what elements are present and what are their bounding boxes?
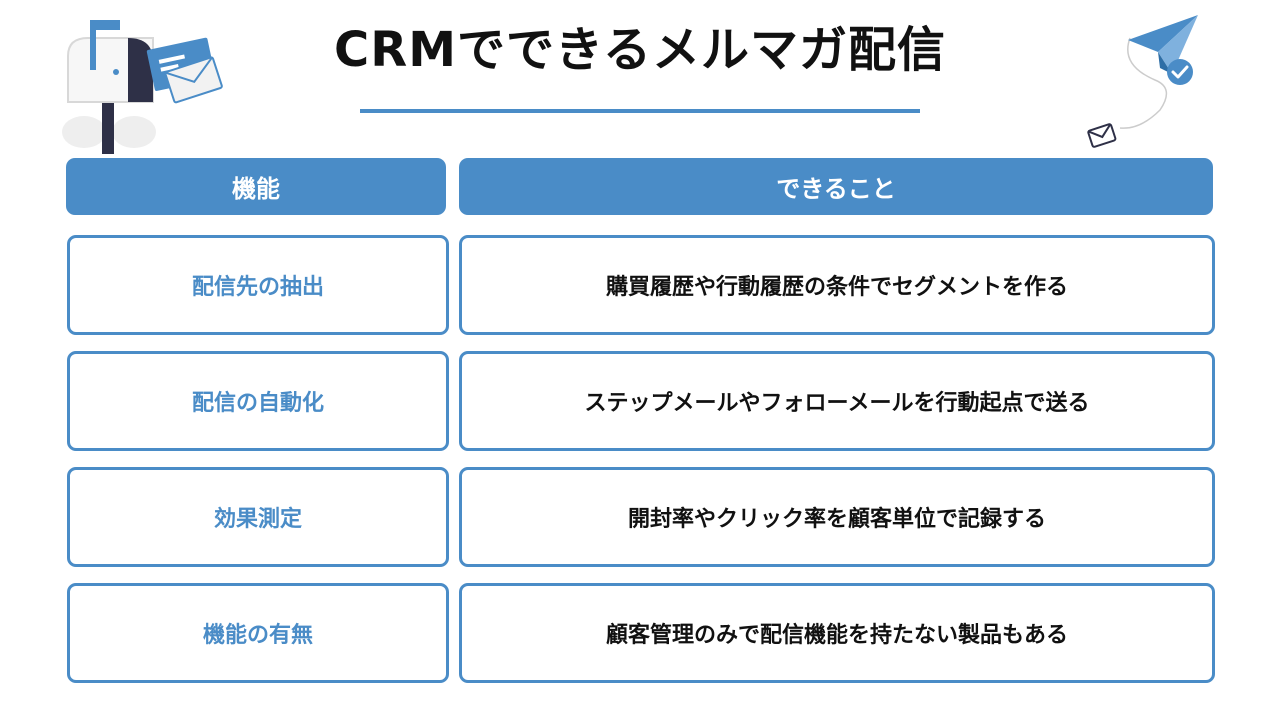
feature-cell: 効果測定 xyxy=(67,467,449,567)
paper-plane-icon xyxy=(1087,15,1198,148)
table-row: 配信先の抽出 購買履歴や行動履歴の条件でセグメントを作る xyxy=(0,235,1280,341)
header-feature: 機能 xyxy=(66,158,446,215)
title-underline xyxy=(360,109,920,113)
capability-cell: 顧客管理のみで配信機能を持たない製品もある xyxy=(459,583,1215,683)
table-row: 配信の自動化 ステップメールやフォローメールを行動起点で送る xyxy=(0,351,1280,457)
capability-cell: ステップメールやフォローメールを行動起点で送る xyxy=(459,351,1215,451)
table-row: 機能の有無 顧客管理のみで配信機能を持たない製品もある xyxy=(0,583,1280,689)
mailbox-icon xyxy=(62,20,223,154)
feature-cell: 機能の有無 xyxy=(67,583,449,683)
header-capability: できること xyxy=(459,158,1213,215)
feature-cell: 配信先の抽出 xyxy=(67,235,449,335)
feature-cell: 配信の自動化 xyxy=(67,351,449,451)
capability-cell: 購買履歴や行動履歴の条件でセグメントを作る xyxy=(459,235,1215,335)
envelope-icon xyxy=(1087,123,1117,148)
check-circle-icon xyxy=(1167,59,1193,85)
table-row: 効果測定 開封率やクリック率を顧客単位で記録する xyxy=(0,467,1280,573)
page-title: CRMでできるメルマガ配信 xyxy=(334,22,946,78)
capability-cell: 開封率やクリック率を顧客単位で記録する xyxy=(459,467,1215,567)
